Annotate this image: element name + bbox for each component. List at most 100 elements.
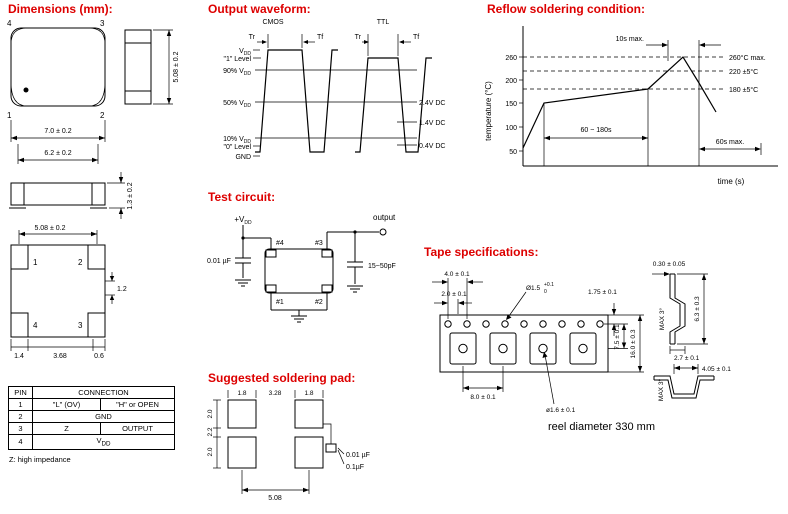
dim-tape-width: 16.0 ± 0.3 (608, 314, 644, 373)
dim-label: 8.0 ± 0.1 (470, 394, 496, 401)
annotation-soak: 60 ~ 180s (581, 127, 612, 134)
hole-dia-callout: Ø1.5 +0.1 0 (506, 282, 554, 320)
level-label: "1" Level (223, 56, 251, 63)
tape-cross-section-front: MAX 3° 4.05 ± 0.1 (653, 364, 731, 402)
pin-number: 1 (33, 258, 38, 267)
chart-annotations: 10s max. 60 ~ 180s 60s max. (544, 36, 762, 155)
connection-cell: "L" (OV) (32, 398, 101, 411)
dim-label: 2.2 (207, 427, 214, 436)
table-header-row: PIN CONNECTION (8, 386, 175, 399)
dim-label: MAX 3° (658, 308, 666, 331)
connection-cell: GND (32, 410, 175, 423)
table-row: 2 GND (8, 410, 175, 423)
package-bottom-view: 1 2 4 3 (10, 244, 106, 338)
pad-dims-top: 1.8 3.28 1.8 (227, 390, 324, 398)
connection-cell: VDD (32, 434, 175, 450)
dim-label: 1.3 ± 0.2 (127, 182, 134, 209)
pin-cell: 3 (8, 422, 33, 435)
hole-dia-tol-up: +0.1 (544, 282, 554, 288)
soldering-pad-drawing: 1.8 3.28 1.8 2.0 2.2 2.0 5.08 0.01 µF (207, 390, 370, 502)
level-label: "0" Level (223, 144, 251, 151)
level-label: VDD (239, 48, 251, 57)
level-label: 90% VDD (223, 68, 251, 77)
y-tick-label: 200 (505, 78, 517, 85)
tf-label: Tf (317, 34, 323, 41)
y-tick-label: 260 (505, 55, 517, 62)
waveform-top-labels: CMOS TTL Tr Tf Tr Tf (249, 19, 419, 56)
table-row: 1 "L" (OV) "H" or OPEN (8, 398, 175, 411)
pad-layout (227, 399, 337, 469)
reflow-profile-chart: temperature (°C) time (s) 260 200 150 10… (484, 26, 778, 186)
ttl-level-label: 2.4V DC (419, 100, 445, 107)
pin-number: 4 (7, 19, 12, 28)
y-tick-label: 150 (505, 101, 517, 108)
dim-pad-pitch: 5.08 ± 0.2 (18, 225, 98, 244)
dim-label: 7.5 ± 0.1 (614, 324, 621, 350)
decoupling-cap-label: 0.01 µF (207, 258, 231, 265)
package-top-view: 4 3 1 2 (7, 19, 106, 120)
pin-number: 2 (100, 111, 105, 120)
ref-label-260: 260°C max. (729, 54, 766, 62)
table-row: 4 VDD (8, 434, 175, 450)
cmos-trace (255, 49, 338, 153)
pin-label: #2 (315, 299, 323, 306)
ttl-level-label: 1.4V DC (419, 120, 445, 127)
pin-label: #1 (276, 299, 284, 306)
pin-connection-table: PIN CONNECTION 1 "L" (OV) "H" or OPEN 2 … (8, 386, 175, 450)
dim-profile-height: 1.3 ± 0.2 (107, 172, 134, 219)
dim-label: 4.05 ± 0.1 (702, 366, 731, 373)
waveform-level-labels: VDD "1" Level 90% VDD 50% VDD 10% VDD "0… (223, 48, 251, 161)
hole-dia-tol-dn: 0 (544, 289, 547, 295)
connection-cell: Z (32, 422, 101, 435)
pin-label: #3 (315, 240, 323, 247)
dim-label: 1.2 (117, 286, 127, 293)
y-axis-label: temperature (°C) (484, 81, 493, 141)
ref-label-220: 220 ±5°C (729, 68, 758, 76)
section-title-dimensions: Dimensions (mm): (8, 2, 113, 16)
pin-cell: 2 (8, 410, 33, 423)
tf-label: Tf (413, 34, 419, 41)
tr-label: Tr (249, 34, 256, 41)
dim-label: 3.28 (269, 390, 282, 397)
dim-side-height: 5.08 ± 0.2 (153, 29, 180, 105)
output-label: output (373, 213, 396, 222)
pin-number: 2 (78, 258, 83, 267)
dim-hole-to-pocket-center: 7.5 ± 0.1 (608, 324, 628, 350)
supply-net: +VDD 0.01 µF (207, 215, 252, 287)
dim-label: 2.7 ± 0.1 (674, 355, 700, 362)
package-side-view (124, 29, 152, 105)
dim-label: 4.0 ± 0.1 (444, 271, 470, 278)
y-tick-label: 100 (505, 125, 517, 132)
dim-label: 2.0 (207, 409, 214, 418)
section-title-waveform: Output waveform: (208, 2, 311, 16)
reel-diameter-note: reel diameter 330 mm (548, 421, 655, 433)
vdd-label: +VDD (234, 215, 252, 226)
waveform-reference-lines (253, 49, 417, 157)
pin-cell: 4 (8, 434, 33, 450)
cap-value-label: 0.1µF (346, 464, 364, 471)
section-title-soldering-pad: Suggested soldering pad: (208, 371, 356, 385)
tape-strip (439, 314, 609, 373)
pad-dim-bottom: 5.08 (241, 470, 310, 502)
dim-label: MAX 3° (657, 379, 665, 402)
section-title-reflow: Reflow soldering condition: (487, 2, 645, 16)
pin-number: 3 (100, 19, 105, 28)
package-profile-view (9, 182, 107, 209)
output-terminal (379, 228, 387, 236)
pin-number: 3 (78, 321, 83, 330)
tape-cross-section-side: 0.30 ± 0.05 MAX 3° 6.3 ± 0.3 2.7 ± 0.1 (652, 261, 708, 362)
pin-label: #4 (276, 240, 284, 247)
pocket-hole-callout: ø1.6 ± 0.1 (542, 352, 576, 414)
test-circuit-diagram: +VDD 0.01 µF #4 #3 #1 #2 (207, 213, 396, 323)
y-ticks: 260 200 150 100 50 (505, 55, 523, 156)
load-cap-label: 15~50pF (368, 263, 396, 270)
dim-label: 7.0 ± 0.2 (44, 128, 71, 135)
ground-net (270, 292, 328, 323)
output-net: output 15~50pF (326, 213, 396, 293)
dim-label: 1.4 (14, 353, 24, 360)
tape-specifications-drawing: 4.0 ± 0.1 2.0 ± 0.1 Ø1.5 +0.1 0 1.75 ± 0… (432, 261, 731, 433)
dim-width-inner: 6.2 ± 0.2 (17, 144, 99, 164)
reference-lines: 260°C max. 220 ±5°C 180 ±5°C (523, 54, 766, 94)
dim-hole-to-pocket: 2.0 ± 0.1 (434, 291, 472, 314)
